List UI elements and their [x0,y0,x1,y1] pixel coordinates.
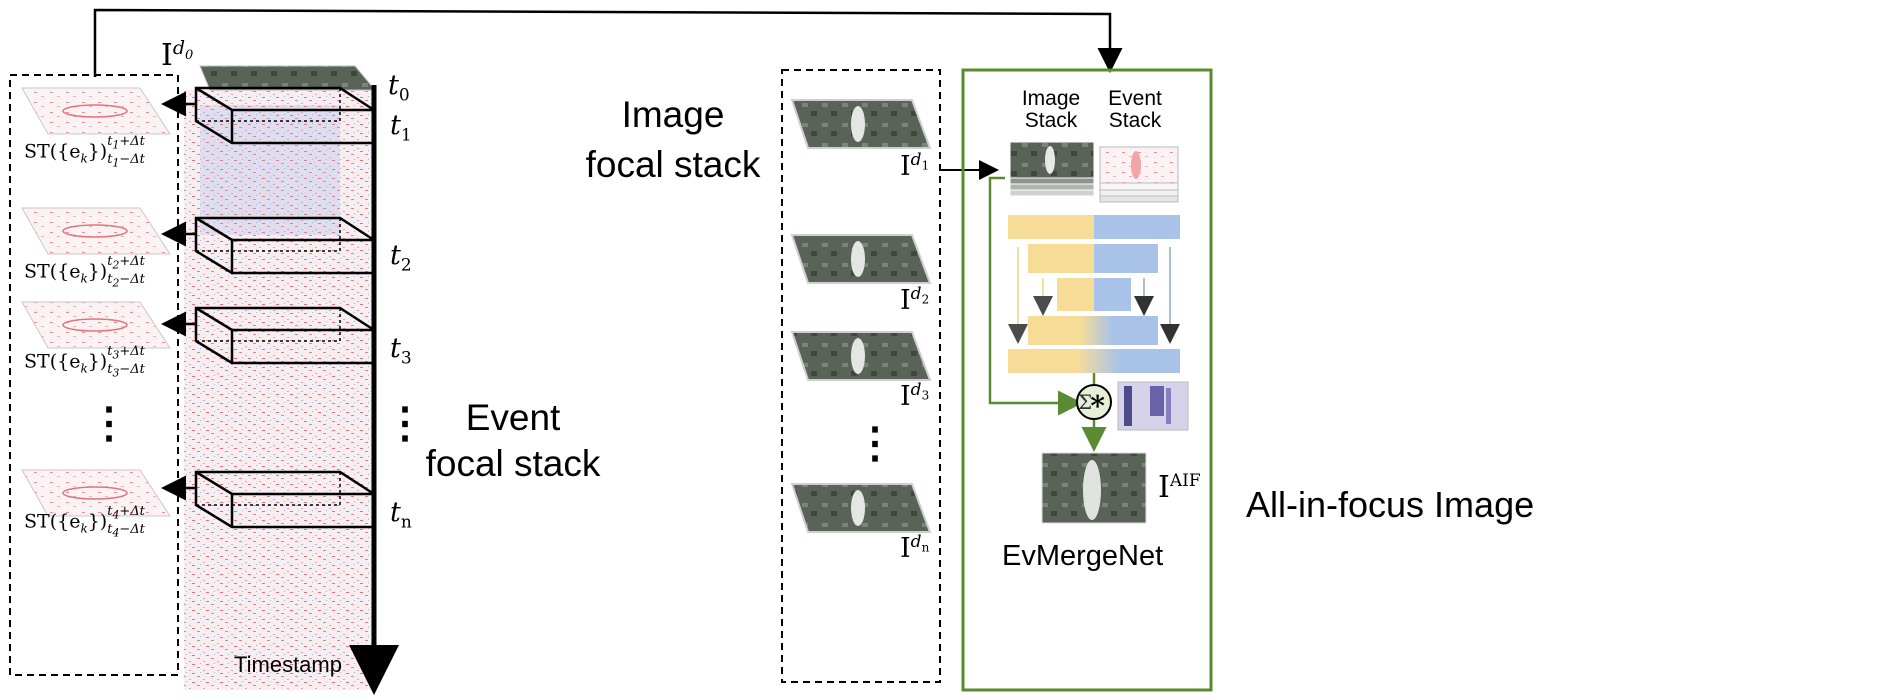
unet-bottleneck-yellow [1057,278,1094,311]
time-label-t2: t2 [390,240,412,276]
unet-enc1-yellow [1008,215,1094,239]
focal-image-label-4: Idn [900,532,930,564]
event-slice-thumbnail-3 [21,301,171,349]
merge-op-symbol: ∗ [1088,384,1108,417]
time-label-tn: tn [390,497,412,533]
event-slice-thumbnail-2 [21,207,171,255]
unet-enc2-yellow [1028,244,1094,273]
unet-bottleneck-blue [1094,278,1131,311]
merge-operator [1076,384,1112,420]
focal-image-label-2: Id2 [900,284,930,316]
event-slice-thumbnail-4 [21,469,171,517]
image-stack-title: Image focal stack [585,94,761,185]
event-stack-thumbs [1099,146,1179,203]
time-slab-2 [194,216,376,275]
top-image-frame [199,65,377,91]
event-stack-title: Event focal stack [425,397,601,484]
event-slice-thumbnail-1 [21,87,171,135]
image-stack-dashed-box [781,69,941,683]
timestamp-label: Timestamp [234,652,342,677]
focal-image-label-1: Id1 [900,150,930,182]
feedback-connector [93,8,1123,77]
time-label-t0: t0 [388,70,410,106]
image-stack-to-merge-connector [988,176,1083,416]
focal-image-label-3: Id3 [900,380,930,412]
evmergenet-box [961,68,1213,692]
unet-dec1 [1028,316,1158,345]
image-stack-thumbs [1009,141,1095,197]
time-slab-4 [194,470,376,529]
aif-label: IAIF [1158,470,1201,505]
merge-sum-symbol: Σ [1078,390,1093,414]
time-slab-1 [194,86,376,145]
middle-ellipsis: ⋮ [854,419,896,466]
time-slab-3 [194,306,376,365]
slice-ellipsis: ⋮ [88,399,130,446]
output-title: All-in-focus Image [1246,484,1535,525]
top-image-label: Id0 [161,37,194,73]
time-label-t3: t3 [390,333,412,369]
event-volume-blue-region [200,105,340,235]
event-volume [184,90,374,690]
event-slices-dashed-box [9,74,179,676]
unet-enc1-blue [1094,215,1180,239]
unet-enc2-blue [1094,244,1158,273]
unet-dec2 [1008,349,1180,373]
axis-ellipsis: ⋮ [384,399,426,446]
time-label-t1: t1 [390,110,412,146]
network-name: EvMergeNet [1002,540,1164,572]
